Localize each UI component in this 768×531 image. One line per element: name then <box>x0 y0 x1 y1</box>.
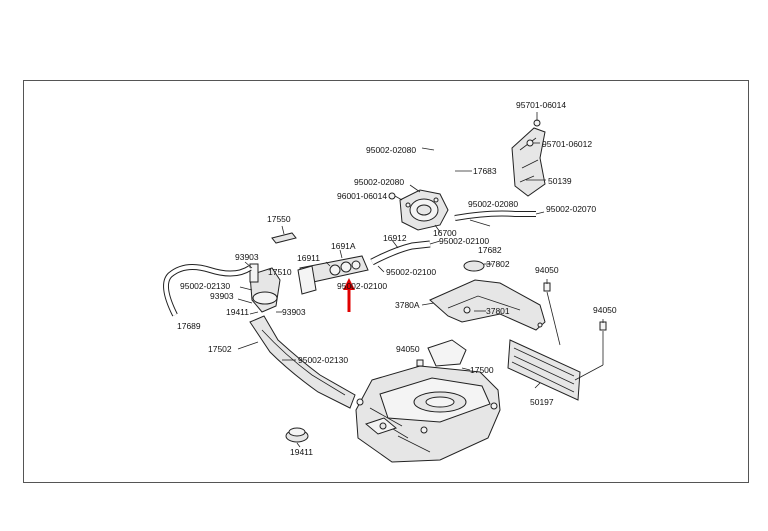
label-95002-02100-b: 95002-02100 <box>386 267 436 277</box>
filler-tube-17502 <box>249 315 356 409</box>
label-17689: 17689 <box>177 321 201 331</box>
bracket-3780A <box>429 279 546 331</box>
label-50197: 50197 <box>530 397 554 407</box>
label-37802: 37802 <box>486 259 510 269</box>
label-96001-06014: 96001-06014 <box>337 191 387 201</box>
sender-37802 <box>463 260 485 272</box>
label-19411-a: 19411 <box>226 307 249 317</box>
label-94050-c: 94050 <box>396 344 420 354</box>
label-95701-06014: 95701-06014 <box>516 100 566 110</box>
label-95002-02130-b: 95002-02130 <box>298 355 348 365</box>
filler-neck-17510 <box>249 263 281 313</box>
guard-50197 <box>507 339 581 401</box>
highlight-arrow <box>343 278 355 312</box>
label-95002-02130-a: 95002-02130 <box>180 281 230 291</box>
label-17550: 17550 <box>267 214 291 224</box>
label-93903-a: 93903 <box>235 252 259 262</box>
label-16912: 16912 <box>383 233 407 243</box>
label-37801: 37801 <box>486 306 510 316</box>
label-94050-b: 94050 <box>593 305 617 315</box>
gasket-17550 <box>271 232 297 244</box>
label-17510: 17510 <box>268 267 292 277</box>
label-93903-b: 93903 <box>210 291 234 301</box>
label-19411-b: 19411 <box>290 447 313 457</box>
label-17500: 17500 <box>470 365 494 375</box>
label-95002-02080-c: 95002-02080 <box>468 199 518 209</box>
label-17502: 17502 <box>208 344 232 354</box>
label-95002-02080-a: 95002-02080 <box>366 145 416 155</box>
label-93903-c: 93903 <box>282 307 306 317</box>
label-1691A: 1691A <box>331 241 356 251</box>
clamp-17500 <box>427 339 467 367</box>
fuel-cap-19411 <box>285 427 309 443</box>
fuel-tank <box>355 365 501 463</box>
label-94050-a: 94050 <box>535 265 559 275</box>
label-17682: 17682 <box>478 245 502 255</box>
diagram-frame <box>23 80 749 483</box>
label-95002-02100-a: 95002-02100 <box>439 236 489 246</box>
label-95002-02070: 95002-02070 <box>546 204 596 214</box>
label-3780A: 3780A <box>395 300 420 310</box>
label-17683: 17683 <box>473 166 497 176</box>
label-95002-02080-b: 95002-02080 <box>354 177 404 187</box>
label-16911: 16911 <box>297 253 320 263</box>
label-95701-06012: 95701-06012 <box>542 139 592 149</box>
fuel-filter-1691A <box>297 255 369 295</box>
label-95002-02100-c: 95002-02100 <box>337 281 387 291</box>
label-50139: 50139 <box>548 176 572 186</box>
fuel-pump-16700 <box>399 189 449 231</box>
bracket-50139 <box>511 119 546 197</box>
label-16700: 16700 <box>433 228 457 238</box>
